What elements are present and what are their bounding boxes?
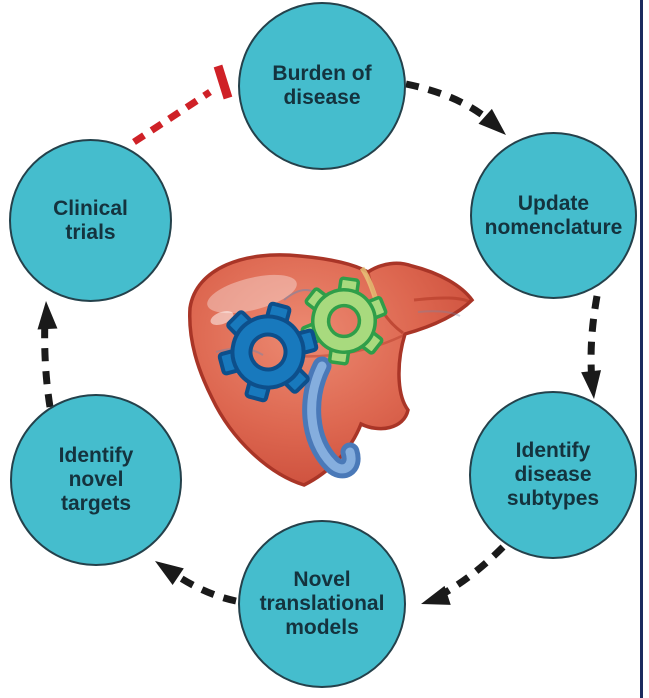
- node-label: Identify disease subtypes: [506, 439, 600, 510]
- node-label: Burden of disease: [272, 62, 372, 109]
- node-label: Clinical trials: [53, 196, 128, 244]
- portal-vein-icon: [302, 356, 361, 479]
- node-label: Update nomenclature: [484, 191, 623, 239]
- arrow-subtypes-to-models: [435, 544, 506, 601]
- arrow-targets-to-clinical: [41, 317, 54, 408]
- node-identify-novel-targets: Identify novel targets: [10, 394, 182, 566]
- arrowhead-targets-to-clinical: [37, 301, 58, 330]
- inhibition-bar: [213, 64, 233, 100]
- gear-blue-icon: [217, 301, 319, 403]
- node-update-nomenclature: Update nomenclature: [470, 132, 637, 299]
- node-identify-disease-subtypes: Identify disease subtypes: [469, 391, 637, 559]
- arrowhead-subtypes-to-models: [421, 585, 451, 605]
- node-label: Identify novel targets: [58, 444, 134, 515]
- arrowhead-update-to-subtypes: [581, 370, 602, 399]
- node-burden-of-disease: Burden of disease: [238, 2, 406, 170]
- node-novel-translational-models: Novel translational models: [238, 520, 406, 688]
- arrow-models-to-targets: [167, 568, 237, 605]
- liver-icon: [188, 253, 475, 487]
- arrowhead-burden-to-update: [478, 108, 506, 135]
- right-border-line: [640, 0, 643, 698]
- inhibition-line-clinical-to-burden: [132, 64, 233, 145]
- node-clinical-trials: Clinical trials: [9, 139, 172, 302]
- arrowhead-models-to-targets: [155, 561, 184, 585]
- node-label: Novel translational models: [259, 568, 385, 639]
